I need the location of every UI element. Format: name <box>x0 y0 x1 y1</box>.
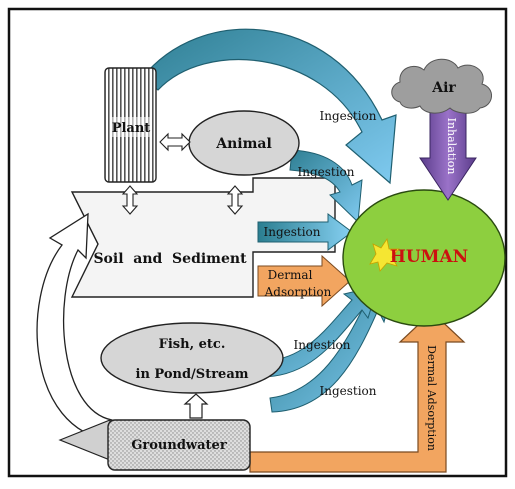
inhalation-label: Inhalation <box>445 118 458 175</box>
air-label: Air <box>431 80 456 96</box>
soil-sediment-arrow <box>70 177 336 298</box>
plant-soil-exchange-arrow <box>121 185 139 215</box>
groundwater-dermal-arrow <box>249 311 466 473</box>
fish-label-line1: Fish, etc. <box>159 337 226 352</box>
groundwater-ingestion-arrow <box>269 281 396 413</box>
plant-label: Plant <box>112 121 151 136</box>
ingestion-animal-label: Ingestion <box>297 165 354 179</box>
plant-label-bg <box>111 117 151 137</box>
animal-soil-exchange-arrow <box>226 185 244 215</box>
ingestion-plant-label: Ingestion <box>319 109 376 123</box>
plant-animal-exchange-arrow <box>159 132 191 152</box>
plant-ingestion-arrow <box>141 28 397 185</box>
ingestion-soil-label: Ingestion <box>263 225 320 239</box>
dermal-soil-label-line1: Dermal <box>268 268 313 282</box>
soil-dermal-arrow <box>257 254 351 308</box>
dermal-groundwater-label: Dermal Adsorption <box>425 345 438 451</box>
groundwater-box <box>107 419 251 471</box>
human-node <box>342 189 506 327</box>
exposure-burst-icon <box>369 237 400 272</box>
inhalation-arrow <box>419 107 477 201</box>
soil-sediment-label: Soil and Sediment <box>93 251 247 267</box>
air-cloud-node <box>391 58 492 114</box>
fish-label-line2: in Pond/Stream <box>136 367 249 382</box>
groundwater-label: Groundwater <box>131 438 227 453</box>
dermal-soil-label-line2: Adsorption <box>264 285 332 299</box>
groundwater-to-soil-arrow <box>36 212 113 441</box>
ingestion-groundwater-label: Ingestion <box>319 384 376 398</box>
ingestion-fish-label: Ingestion <box>293 338 350 352</box>
human-label: HUMAN <box>390 247 468 267</box>
soil-ingestion-arrow <box>257 213 353 251</box>
fish-ingestion-arrow <box>245 285 379 378</box>
fish-node <box>100 322 284 394</box>
groundwater-to-fish-arrow <box>183 393 209 419</box>
animal-label: Animal <box>215 136 272 152</box>
